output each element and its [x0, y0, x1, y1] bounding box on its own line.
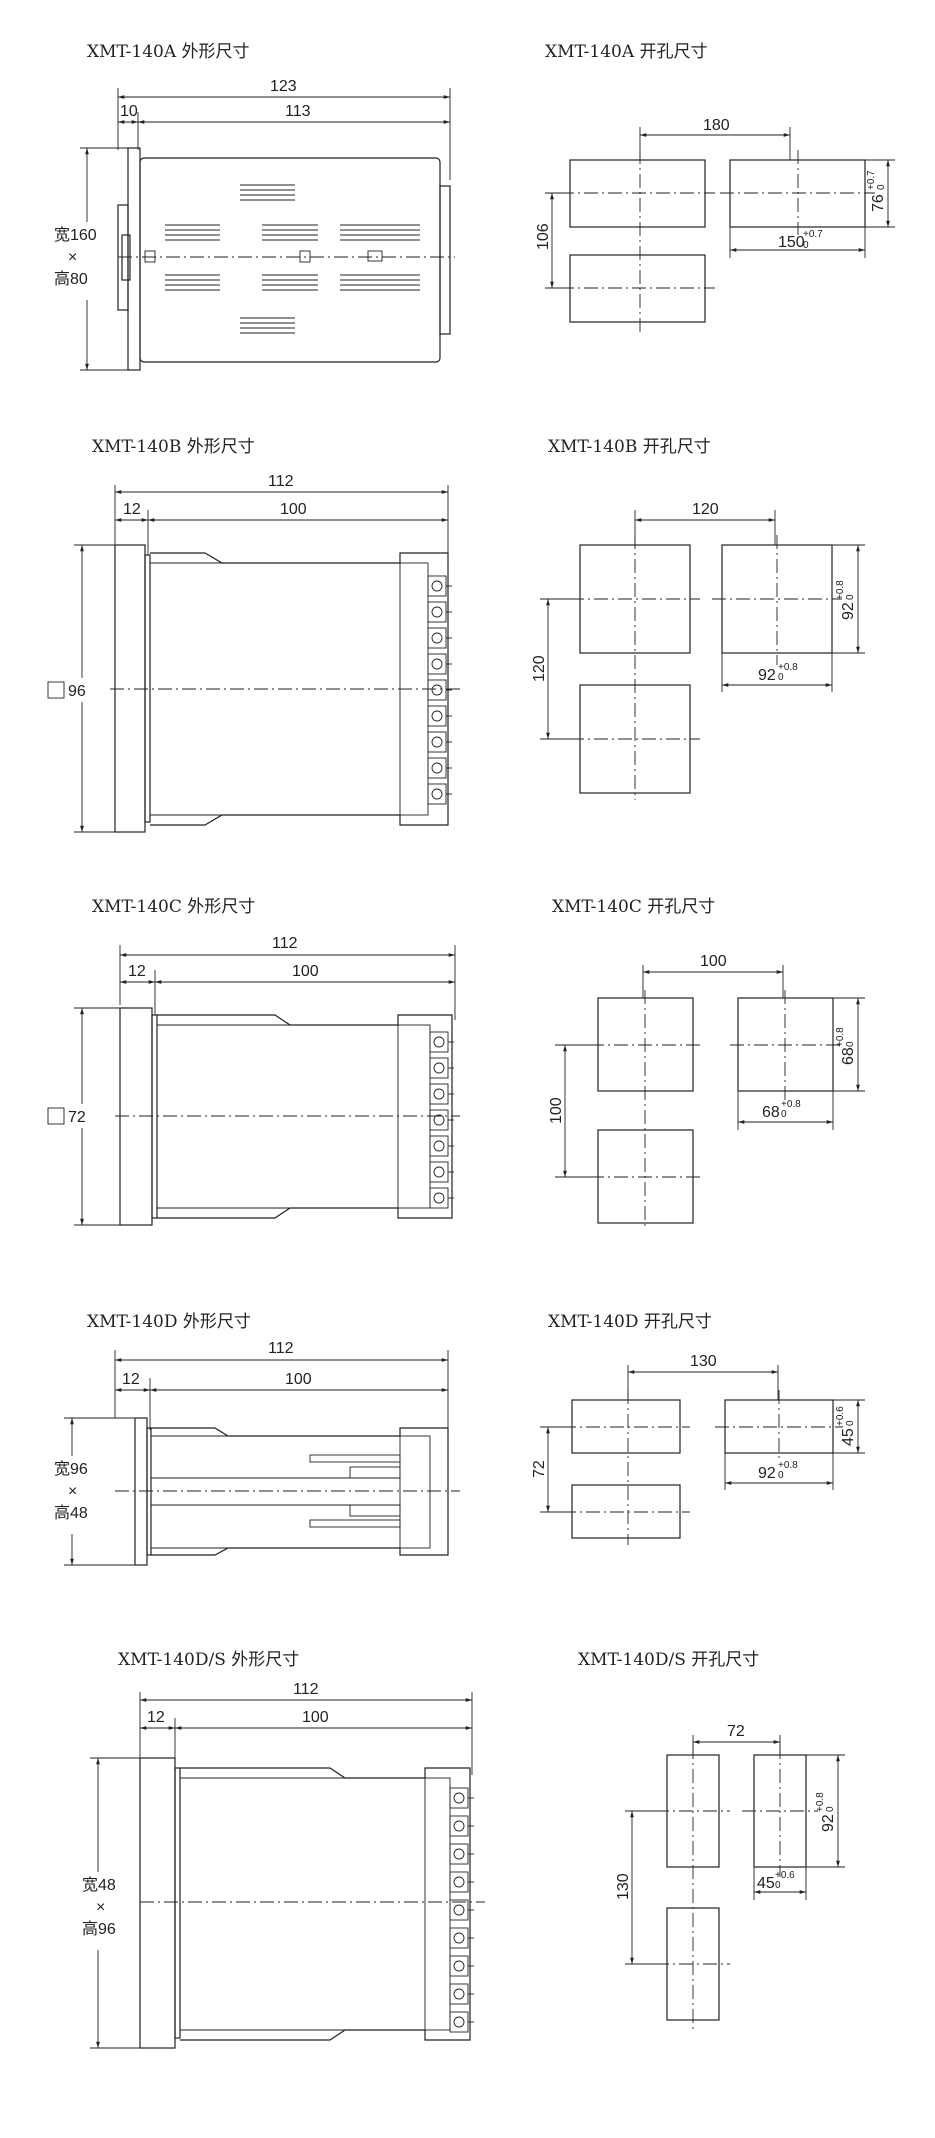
dim-overall-b: 112 — [268, 473, 294, 490]
outline-drawing-d: 112 12 100 宽96 × 高48 — [52, 1340, 460, 1566]
cutout-height-c: 68 — [840, 1047, 857, 1065]
face-width-ds: 宽48 — [82, 1876, 116, 1894]
cutout-pitch-y-ds: 130 — [615, 1873, 632, 1900]
cutout-width-tol-low-ds: 0 — [775, 1880, 781, 1891]
outline-drawing-ds: 112 12 100 宽48 × 高96 — [80, 1681, 485, 2049]
face-width-d: 宽96 — [54, 1460, 88, 1478]
face-height-ds: 高96 — [82, 1920, 116, 1938]
square-symbol-b — [47, 681, 65, 699]
dim-overall-a: 123 — [270, 78, 297, 95]
cutout-drawing-c: 100 100 68 +0.8 0 68 +0.8 0 — [548, 953, 865, 1230]
cutout-height-ds: 92 — [820, 1814, 837, 1832]
cutout-pitch-x-a: 180 — [703, 117, 730, 134]
cutout-pitch-y-a: 106 — [535, 223, 552, 250]
cutout-width-tol-c: +0.8 — [781, 1099, 801, 1110]
cutout-title-ds: XMT-140D/S 开孔尺寸 — [578, 1650, 759, 1670]
outline-title-ds: XMT-140D/S 外形尺寸 — [118, 1650, 299, 1670]
terminal-block-ds — [449, 1787, 474, 2033]
cutout-height-a: 76 — [870, 194, 887, 212]
dim-overall-c: 112 — [272, 935, 298, 952]
outline-title-a: XMT-140A 外形尺寸 — [87, 42, 250, 62]
dim-body-ds: 100 — [302, 1709, 329, 1726]
cutout-width-tol-d: +0.8 — [778, 1460, 798, 1471]
cutout-width-tol-ds: +0.6 — [775, 1870, 795, 1881]
face-times-a: × — [68, 249, 77, 266]
outline-title-c: XMT-140C 外形尺寸 — [92, 897, 255, 917]
cutout-height-tol-c: +0.8 — [835, 1027, 846, 1047]
cutout-height-tol-ds: +0.8 — [815, 1792, 826, 1812]
outline-drawing-b: 112 12 100 96 — [46, 473, 460, 833]
cutout-width-a: 150 — [778, 234, 805, 251]
cutout-pitch-x-b: 120 — [692, 501, 719, 518]
cutout-height-tol-low-c: 0 — [845, 1041, 856, 1047]
terminal-block-c — [429, 1031, 454, 1209]
cutout-title-d: XMT-140D 开孔尺寸 — [548, 1312, 712, 1332]
dim-front-c: 12 — [128, 963, 146, 980]
section-xmt-140a: XMT-140A 外形尺寸 XMT-140A 开孔尺寸 123 10 113 宽… — [52, 42, 895, 371]
cutout-height-tol-d: +0.6 — [835, 1406, 846, 1426]
cutout-width-tol-b: +0.8 — [778, 662, 798, 673]
dim-front-a: 10 — [120, 103, 138, 120]
cutout-title-c: XMT-140C 开孔尺寸 — [552, 897, 715, 917]
vent-slots-a — [165, 184, 420, 334]
cutout-pitch-x-d: 130 — [690, 1353, 717, 1370]
face-times-ds: × — [96, 1899, 105, 1916]
cutout-width-b: 92 — [758, 667, 776, 684]
cutout-width-tol-low-d: 0 — [778, 1470, 784, 1481]
dim-overall-d: 112 — [268, 1340, 294, 1357]
cutout-height-tol-b: +0.8 — [835, 580, 846, 600]
face-height-a: 高80 — [54, 270, 88, 288]
face-times-d: × — [68, 1483, 77, 1500]
cutout-drawing-d: 130 72 92 +0.8 0 45 +0.6 0 — [531, 1353, 865, 1545]
face-width-a: 宽160 — [54, 226, 97, 244]
section-xmt-140ds: XMT-140D/S 外形尺寸 XMT-140D/S 开孔尺寸 112 12 1… — [80, 1650, 845, 2049]
cutout-width-tol-low-a: 0 — [803, 240, 809, 251]
dim-front-b: 12 — [123, 501, 141, 518]
cutout-width-tol-low-b: 0 — [778, 672, 784, 683]
face-size-b: 96 — [68, 683, 86, 700]
outline-title-b: XMT-140B 外形尺寸 — [92, 437, 255, 457]
cutout-drawing-ds: 72 130 45 +0.6 0 92 +0.8 0 — [615, 1723, 845, 2030]
dim-body-a: 113 — [285, 103, 311, 120]
outline-drawing-c: 112 12 100 72 — [46, 935, 460, 1226]
cutout-drawing-a: 180 106 150 +0.7 0 76 +0.7 0 — [535, 117, 895, 335]
outline-title-d: XMT-140D 外形尺寸 — [87, 1312, 251, 1332]
cutout-height-tol-low-ds: 0 — [825, 1806, 836, 1812]
cutout-pitch-x-ds: 72 — [727, 1723, 745, 1740]
dim-front-d: 12 — [122, 1371, 140, 1388]
dim-body-c: 100 — [292, 963, 319, 980]
square-symbol-c — [47, 1107, 65, 1125]
cutout-height-tol-low-b: 0 — [845, 594, 856, 600]
section-xmt-140d: XMT-140D 外形尺寸 XMT-140D 开孔尺寸 112 12 100 宽… — [52, 1312, 865, 1566]
dim-body-b: 100 — [280, 501, 307, 518]
cutout-pitch-y-b: 120 — [531, 655, 548, 682]
cutout-width-tol-a: +0.7 — [803, 229, 823, 240]
cutout-title-a: XMT-140A 开孔尺寸 — [545, 42, 708, 62]
dim-overall-ds: 112 — [293, 1681, 319, 1698]
cutout-width-c: 68 — [762, 1104, 780, 1121]
section-xmt-140b: XMT-140B 外形尺寸 XMT-140B 开孔尺寸 112 12 100 9… — [46, 437, 865, 833]
cutout-width-tol-low-c: 0 — [781, 1109, 787, 1120]
cutout-width-d: 92 — [758, 1465, 776, 1482]
dim-body-d: 100 — [285, 1371, 312, 1388]
terminal-block-b — [427, 575, 452, 805]
cutout-height-tol-low-a: 0 — [876, 184, 887, 190]
face-height-d: 高48 — [54, 1504, 88, 1522]
cutout-height-tol-a: +0.7 — [866, 170, 877, 190]
cutout-height-d: 45 — [840, 1428, 857, 1446]
cutout-pitch-x-c: 100 — [700, 953, 727, 970]
outline-drawing-a: 123 10 113 宽160 × 高80 — [52, 78, 455, 371]
face-size-c: 72 — [68, 1109, 86, 1126]
cutout-pitch-y-d: 72 — [531, 1460, 548, 1478]
cutout-pitch-y-c: 100 — [548, 1097, 565, 1124]
cutout-height-tol-low-d: 0 — [845, 1420, 856, 1426]
section-xmt-140c: XMT-140C 外形尺寸 XMT-140C 开孔尺寸 112 12 100 7… — [46, 897, 865, 1230]
dim-front-ds: 12 — [147, 1709, 165, 1726]
cutout-height-b: 92 — [840, 602, 857, 620]
cutout-title-b: XMT-140B 开孔尺寸 — [548, 437, 711, 457]
cutout-width-ds: 45 — [757, 1875, 775, 1892]
cutout-drawing-b: 120 120 92 +0.8 0 92 +0.8 0 — [531, 501, 865, 800]
